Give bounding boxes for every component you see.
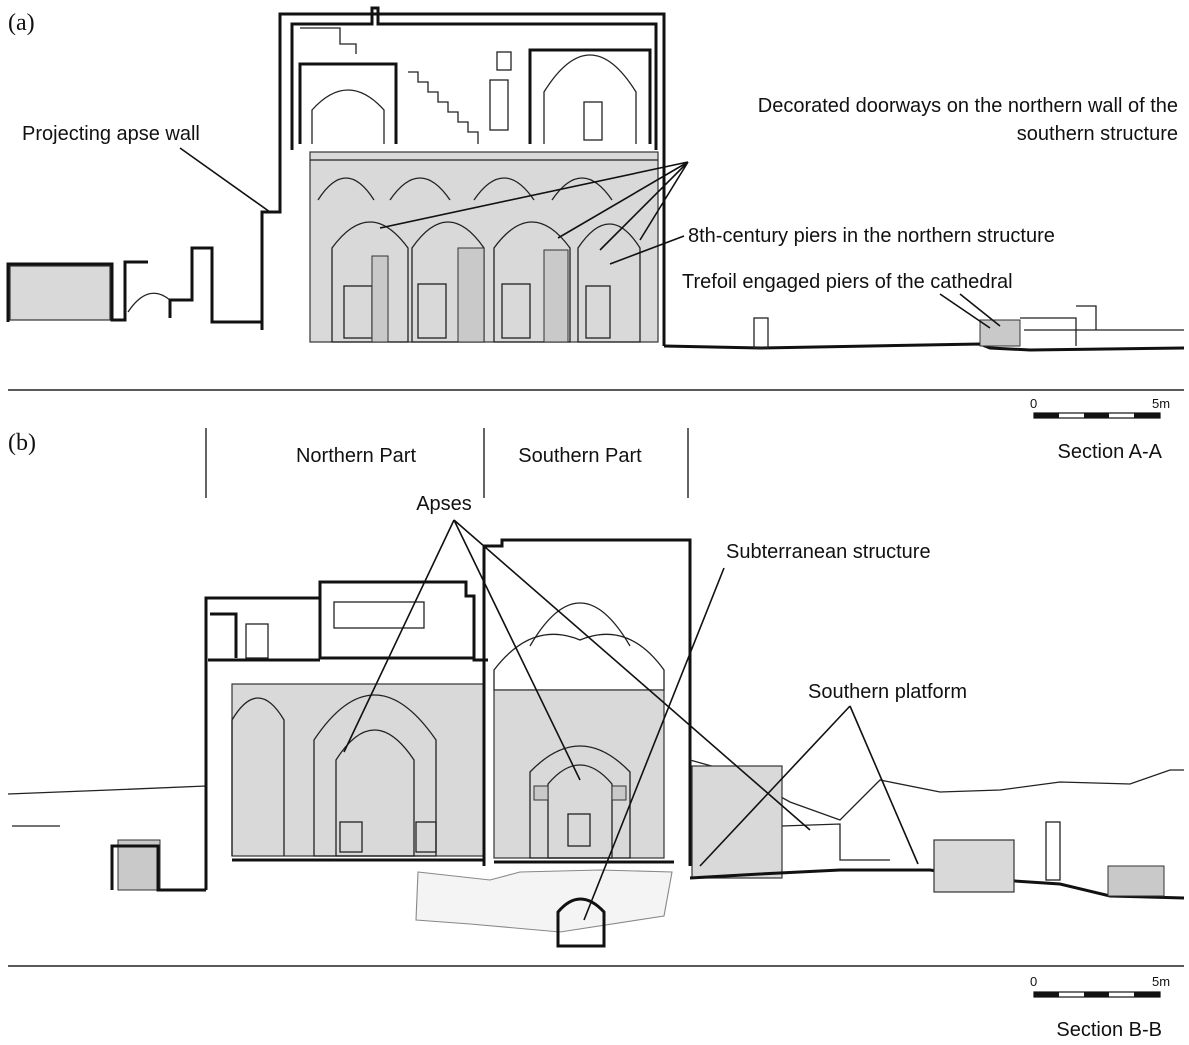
right-ground-rubble xyxy=(691,765,783,879)
northern-part-masonry xyxy=(231,683,485,857)
label-trefoil-piers: Trefoil engaged piers of the cathedral xyxy=(682,271,1013,293)
label-decorated-doorways-line1: Decorated doorways on the northern wall … xyxy=(758,95,1178,117)
panel-a-label: (a) xyxy=(8,10,35,36)
section-b-b-label: Section B-B xyxy=(1056,1019,1162,1041)
scale-a-start: 0 xyxy=(1030,396,1037,411)
scale-a-end: 5m xyxy=(1152,396,1170,411)
panel-a-right-ground xyxy=(663,305,1185,352)
label-projecting-apse-wall: Projecting apse wall xyxy=(22,123,200,145)
label-subterranean-structure: Subterranean structure xyxy=(726,541,931,563)
scale-b-start: 0 xyxy=(1030,974,1037,989)
label-northern-part: Northern Part xyxy=(296,445,416,467)
label-8th-century-piers: 8th-century piers in the northern struct… xyxy=(688,225,1055,247)
panel-a: (a) xyxy=(6,6,1185,463)
panel-b-label: (b) xyxy=(8,430,36,456)
scale-bar-a: 0 5m xyxy=(1030,396,1170,419)
label-apses: Apses xyxy=(416,493,472,515)
left-ruin-masonry xyxy=(9,265,111,321)
arcade-arches xyxy=(317,177,641,343)
southern-part-building xyxy=(482,538,692,866)
northern-part-building xyxy=(204,580,488,890)
subterranean-structure xyxy=(415,869,673,948)
scale-bar-b: 0 5m xyxy=(1030,974,1170,998)
panel-a-building xyxy=(260,6,666,346)
label-decorated-doorways-line2: southern structure xyxy=(1017,123,1178,145)
scale-b-end: 5m xyxy=(1152,974,1170,989)
panel-b-left-ruins xyxy=(7,785,207,892)
panel-b: (b) Northern Part Southern Part xyxy=(7,428,1185,1041)
label-southern-part: Southern Part xyxy=(518,445,642,467)
southern-part-masonry xyxy=(493,689,665,859)
label-southern-platform: Southern platform xyxy=(808,681,967,703)
section-a-a-label: Section A-A xyxy=(1057,441,1162,463)
panel-a-left-ruins xyxy=(6,246,262,324)
panel-b-right-ground xyxy=(689,759,1185,900)
